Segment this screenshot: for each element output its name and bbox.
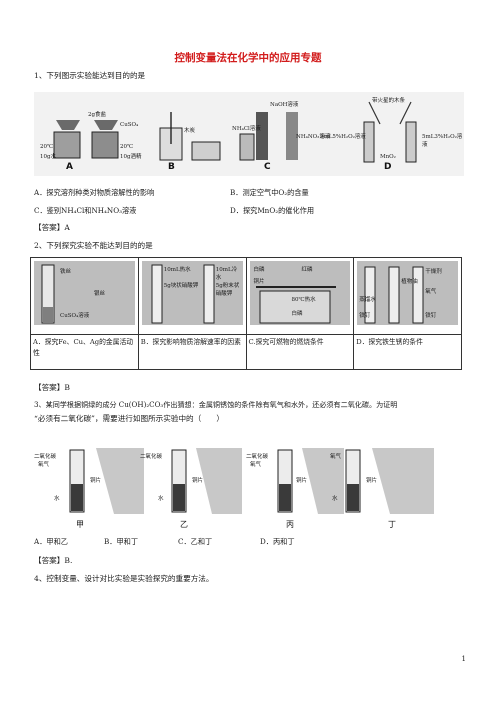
- q2-cell-d: 干燥剂 植物油 氧气 蒸馏水 铁钉 铁钉: [353, 257, 462, 335]
- q2-c-text-3: 铜片: [253, 279, 265, 285]
- q2-a-text-1: 铁丝: [60, 269, 72, 275]
- q1-label-c: C: [264, 162, 271, 172]
- q2-d-text-1: 干燥剂: [425, 269, 442, 275]
- q3-ding-gas-1: 氧气: [330, 454, 342, 460]
- q4-stem: 4、控制变量、设计对比实验是实验探究的重要方法。: [34, 574, 214, 583]
- q2-d-text-2: 植物油: [401, 279, 418, 285]
- q3-yi-gas-1: 二氧化碳: [140, 454, 163, 460]
- q3-label-jia: 甲: [76, 520, 84, 529]
- q2-stem: 2、下列探究实验不能达到目的的是: [34, 241, 153, 250]
- q1-figure: 2g食盐 20℃ 10g水 CuSO₄ 20℃ 10g酒精 木炭 NaOH溶液 …: [34, 92, 464, 176]
- q3-label-ding: 丁: [388, 520, 396, 529]
- q3-jia-gas-2: 氧气: [38, 462, 50, 468]
- q3-yi-label-1: 铜片: [192, 478, 204, 484]
- page-number: 1: [461, 655, 466, 663]
- q2-c-text-1: 白磷: [253, 267, 265, 273]
- q1-a-text-3: 10g水: [40, 154, 57, 160]
- q1-a-text-2: 20℃: [40, 144, 54, 150]
- q3-answer: 【答案】B.: [34, 556, 73, 565]
- q3-bing-label-1: 铜片: [296, 478, 308, 484]
- q2-a-text-2: 银丝: [94, 291, 106, 297]
- q3-jia-gas-1: 二氧化碳: [34, 454, 57, 460]
- q1-d-text-1: 带火星的木条: [372, 98, 406, 104]
- q2-photo-d-art: [364, 266, 424, 324]
- q2-photo-b: 10mL热水 5g块状硝酸钾 10mL冷水 5g粉末状硝酸钾: [141, 261, 243, 325]
- q3-label-bing: 丙: [286, 520, 294, 529]
- q1-option-a: A．探究溶剂种类对物质溶解性的影响: [34, 188, 155, 197]
- q2-b-text-4: 5g粉末状硝酸钾: [215, 283, 240, 297]
- page-title: 控制变量法在化学中的应用专题: [174, 52, 322, 64]
- q3-bing-gas-1: 二氧化碳: [246, 454, 269, 460]
- q2-table: 铁丝 银丝 CuSO₄溶液 10mL热水 5g块状硝酸钾 10mL冷水 5g粉末…: [30, 257, 462, 370]
- q2-c-text-2: 红磷: [301, 267, 313, 273]
- q1-label-b: B: [168, 162, 175, 172]
- q1-label-a: A: [66, 162, 73, 172]
- q1-option-b: B．测定空气中O₂的含量: [230, 188, 309, 197]
- q2-caption-d: D．探究铁生锈的条件: [353, 334, 462, 370]
- q2-a-text-3: CuSO₄溶液: [60, 313, 90, 319]
- q3-bing-gas-2: 氧气: [250, 462, 262, 468]
- q2-d-text-3: 氧气: [425, 289, 437, 295]
- q2-d-text-4: 蒸馏水: [359, 297, 376, 303]
- q3-figure-drawing: [69, 448, 434, 514]
- q2-caption-b: B．探究影响物质溶解速率的因素: [137, 334, 247, 370]
- q1-option-c: C．鉴别NH₄Cl和NH₄NO₃溶液: [34, 206, 137, 215]
- q3-ding-label-2: 水: [332, 496, 338, 502]
- q2-d-text-5: 铁钉: [359, 313, 371, 319]
- q1-stem: 1、下列图示实验能达到目的的是: [34, 71, 146, 80]
- q2-caption-c: C.探究可燃物的燃烧条件: [245, 334, 355, 370]
- q2-b-text-3: 10mL冷水: [215, 267, 238, 281]
- q3-option-c: C．乙和丁: [178, 537, 213, 546]
- q2-cell-c: 白磷 红磷 铜片 80℃热水 白磷: [245, 257, 355, 335]
- q1-b-text-2: 10g酒精: [120, 154, 142, 160]
- q2-caption-a: A．探究Fe、Cu、Ag的金属活动性: [30, 334, 139, 370]
- q1-d-text-2: 5mL5%H₂O₂溶液: [320, 134, 366, 140]
- q2-photo-a-art: [41, 264, 55, 324]
- q3-option-a: A．甲和乙: [34, 537, 68, 546]
- q2-b-text-2: 5g块状硝酸钾: [163, 283, 199, 289]
- q2-cell-a: 铁丝 银丝 CuSO₄溶液: [30, 257, 139, 335]
- q2-cell-b: 10mL热水 5g块状硝酸钾 10mL冷水 5g粉末状硝酸钾: [137, 257, 247, 335]
- q2-c-text-5: 白磷: [291, 311, 303, 317]
- q2-c-text-4: 80℃热水: [291, 297, 316, 303]
- q3-option-b: B．甲和丁: [104, 537, 139, 546]
- q2-photo-a: 铁丝 银丝 CuSO₄溶液: [34, 261, 135, 325]
- q1-c-text-2: NH₄Cl溶液: [232, 126, 261, 132]
- q1-answer: 【答案】A: [34, 223, 70, 232]
- q1-b-text-3: 木炭: [184, 128, 196, 134]
- q1-b-text-1: 20℃: [120, 144, 134, 150]
- q3-jia-label-2: 水: [54, 496, 60, 502]
- q2-b-text-1: 10mL热水: [163, 267, 191, 273]
- q1-label-d: D: [384, 162, 392, 172]
- q2-photo-c: 白磷 红磷 铜片 80℃热水 白磷: [249, 261, 351, 325]
- q3-yi-label-2: 水: [158, 496, 164, 502]
- q2-answer: 【答案】B: [34, 383, 70, 392]
- q3-ding-label-1: 铜片: [366, 478, 378, 484]
- q1-a-text-4: CuSO₄: [120, 122, 139, 128]
- q2-d-text-6: 铁钉: [425, 313, 437, 319]
- q2-photo-d: 干燥剂 植物油 氧气 蒸馏水 铁钉 铁钉: [357, 261, 458, 325]
- q3-jia-label-1: 铜片: [90, 478, 102, 484]
- q3-figure: 二氧化碳 氧气 铜片 水 二氧化碳 铜片 水 二氧化碳 氧气 铜片 氧气 铜片 …: [34, 444, 454, 518]
- q2-photo-c-art: [255, 286, 336, 324]
- q1-c-text-1: NaOH溶液: [270, 102, 299, 108]
- q3-stem-line-1: 3、某同学根据铜绿的成分 Cu(OH)₂CO₃作出猜想：金属铜锈蚀的条件除有氧气…: [34, 400, 398, 409]
- q3-stem-line-2: “必须有二氧化碳”，需要进行如图所示实验中的（ ）: [34, 414, 225, 423]
- q3-label-yi: 乙: [180, 520, 188, 529]
- q1-a-text-1: 2g食盐: [88, 112, 107, 118]
- q1-d-text-3: MnO₂: [380, 154, 396, 160]
- q3-option-d: D．丙和丁: [260, 537, 295, 546]
- q1-c-text-3: NH₄NO₃溶液: [296, 134, 331, 140]
- q1-d-text-4: 5mL3%H₂O₂溶液: [422, 134, 463, 148]
- q1-option-d: D．探究MnO₂的催化作用: [230, 206, 315, 215]
- q1-figure-drawing: [34, 92, 464, 176]
- q2-photo-b-art: [151, 264, 215, 324]
